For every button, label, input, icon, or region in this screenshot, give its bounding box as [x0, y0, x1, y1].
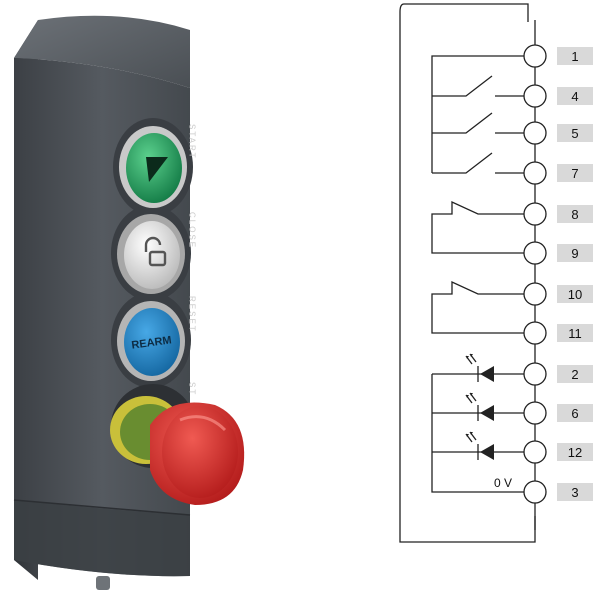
terminal-label: 6 [571, 406, 578, 421]
terminal-label: 1 [571, 49, 578, 64]
nc-contact-8-9 [431, 200, 524, 254]
terminal-label: 3 [571, 485, 578, 500]
terminal-circle [523, 121, 547, 145]
terminal-circle [523, 362, 547, 386]
housing-top [14, 15, 190, 88]
control-box-illustration: REARM START CLOSE RESET ST [13, 15, 245, 590]
terminal-label: 2 [571, 367, 578, 382]
terminal-label: 5 [571, 126, 578, 141]
no-contact [432, 75, 524, 97]
terminal-label: 8 [571, 207, 578, 222]
terminal-tab [557, 443, 593, 461]
terminal-tab [557, 324, 593, 342]
terminal-label: 7 [571, 166, 578, 181]
emergency-stop-button[interactable] [110, 396, 245, 505]
terminal-tab [557, 244, 593, 262]
led-diode-icon [480, 444, 494, 460]
terminal-label: 12 [568, 445, 582, 460]
rearm-button[interactable]: REARM [117, 301, 185, 381]
close-button[interactable] [117, 214, 185, 294]
led-arrow-head [466, 393, 473, 398]
wiring-schematic: 1 4 5 7 8 9 10 11 2 6 12 3 0 V [399, 3, 593, 543]
common-wire [431, 55, 524, 173]
close-legend: CLOSE [188, 212, 197, 249]
terminal-circle [523, 282, 547, 306]
reset-legend: RESET [188, 296, 197, 333]
terminal-circle [523, 480, 547, 504]
play-triangle-icon [146, 157, 168, 182]
terminal-label: 9 [571, 246, 578, 261]
terminal-tab [557, 404, 593, 422]
led-arrow-head [466, 354, 473, 359]
padlock-icon [144, 236, 167, 267]
terminal-tab [557, 205, 593, 223]
terminal-tab [557, 87, 593, 105]
terminal-tab [557, 124, 593, 142]
start-legend: START [188, 124, 197, 159]
terminal-circle [523, 440, 547, 464]
no-contact [432, 152, 524, 174]
nc-contact-10-11 [431, 280, 524, 334]
terminal-circle [523, 161, 547, 185]
terminal-label: 11 [568, 326, 582, 341]
bottom-screw [96, 576, 110, 590]
rearm-label: REARM [131, 334, 173, 351]
terminal-circle [523, 241, 547, 265]
terminal-circle [523, 321, 547, 345]
stop-legend: ST [188, 382, 197, 396]
led-diode-icon [480, 405, 494, 421]
terminal-label: 4 [571, 89, 578, 104]
terminal-tab [557, 285, 593, 303]
terminal-circle [523, 84, 547, 108]
terminal-tab [557, 164, 593, 182]
no-contact [432, 112, 524, 134]
terminal-circle [523, 202, 547, 226]
terminal-label: 10 [568, 287, 582, 302]
terminal-tab [557, 483, 593, 501]
terminal-circle [523, 401, 547, 425]
zero-volt-label: 0 V [494, 476, 512, 490]
terminal-tab [557, 47, 593, 65]
terminal-circle [523, 44, 547, 68]
led-common-wire [431, 374, 524, 493]
led-arrow-head [466, 432, 473, 437]
led-diode-icon [480, 366, 494, 382]
terminal-tab [557, 365, 593, 383]
enclosure-outline [399, 3, 536, 543]
start-button[interactable] [119, 126, 187, 208]
